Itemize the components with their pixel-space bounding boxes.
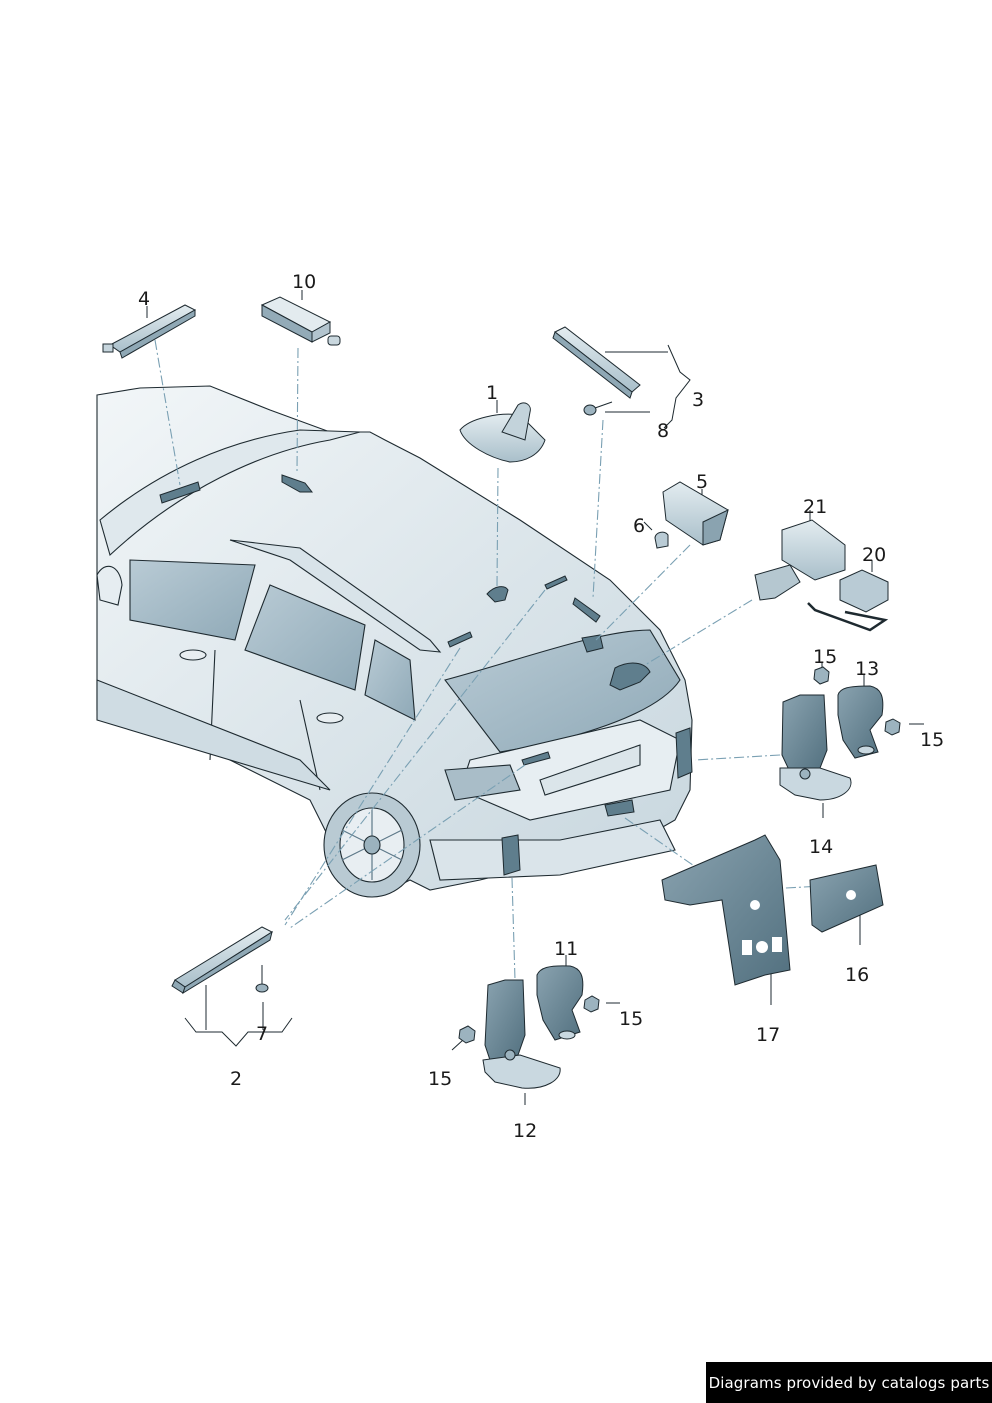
callout-21[interactable]: 21 xyxy=(803,496,828,518)
part-3-antenna-strip[interactable] xyxy=(552,326,641,399)
part-11-cover[interactable] xyxy=(536,965,584,1041)
part-4-antenna-module[interactable] xyxy=(102,304,197,359)
callout-15-d[interactable]: 15 xyxy=(428,1068,453,1090)
part-1-roof-antenna[interactable] xyxy=(459,402,546,463)
part-13-cover[interactable] xyxy=(837,685,884,759)
part-6-clip[interactable] xyxy=(654,531,669,549)
callout-17[interactable]: 17 xyxy=(756,1024,781,1046)
callout-16[interactable]: 16 xyxy=(845,964,870,986)
part-14-bracket[interactable] xyxy=(779,694,852,801)
part-16-plate[interactable] xyxy=(809,864,884,933)
part-20-gps-antenna[interactable] xyxy=(807,569,889,632)
mounting-locations xyxy=(159,474,693,876)
callout-15-a[interactable]: 15 xyxy=(813,646,838,668)
callout-15-b[interactable]: 15 xyxy=(920,729,945,751)
part-2-antenna-strip[interactable] xyxy=(171,926,274,995)
callout-7[interactable]: 7 xyxy=(256,1023,269,1045)
callout-3[interactable]: 3 xyxy=(692,389,705,411)
callout-20[interactable]: 20 xyxy=(862,544,887,566)
watermark-banner: Diagrams provided by catalogs parts xyxy=(706,1362,992,1403)
vehicle-illustration xyxy=(96,385,693,898)
callout-5[interactable]: 5 xyxy=(696,471,709,493)
part-15-nut[interactable] xyxy=(813,666,901,736)
callout-6[interactable]: 6 xyxy=(633,515,646,537)
part-8-screw[interactable] xyxy=(583,401,613,416)
callout-1[interactable]: 1 xyxy=(486,382,499,404)
leader-lines xyxy=(154,339,841,981)
part-5-antenna-amplifier[interactable] xyxy=(662,481,729,546)
part-7-screw[interactable] xyxy=(255,965,269,993)
callout-11[interactable]: 11 xyxy=(554,938,579,960)
callout-12[interactable]: 12 xyxy=(513,1120,538,1142)
callout-10[interactable]: 10 xyxy=(292,271,317,293)
callout-4[interactable]: 4 xyxy=(138,288,151,310)
part-10-control-unit[interactable] xyxy=(260,296,341,346)
part-21-module-bracket[interactable] xyxy=(754,519,846,601)
callout-14[interactable]: 14 xyxy=(809,836,834,858)
callout-2[interactable]: 2 xyxy=(230,1068,243,1090)
part-15-nut-lower[interactable] xyxy=(458,995,600,1044)
part-17-mounting-bracket[interactable] xyxy=(661,834,791,986)
watermark-text: Diagrams provided by catalogs parts xyxy=(708,1373,990,1392)
part-12-bracket[interactable] xyxy=(482,979,561,1089)
callout-15-c[interactable]: 15 xyxy=(619,1008,644,1030)
callout-13[interactable]: 13 xyxy=(855,658,880,680)
callout-8[interactable]: 8 xyxy=(657,420,670,442)
